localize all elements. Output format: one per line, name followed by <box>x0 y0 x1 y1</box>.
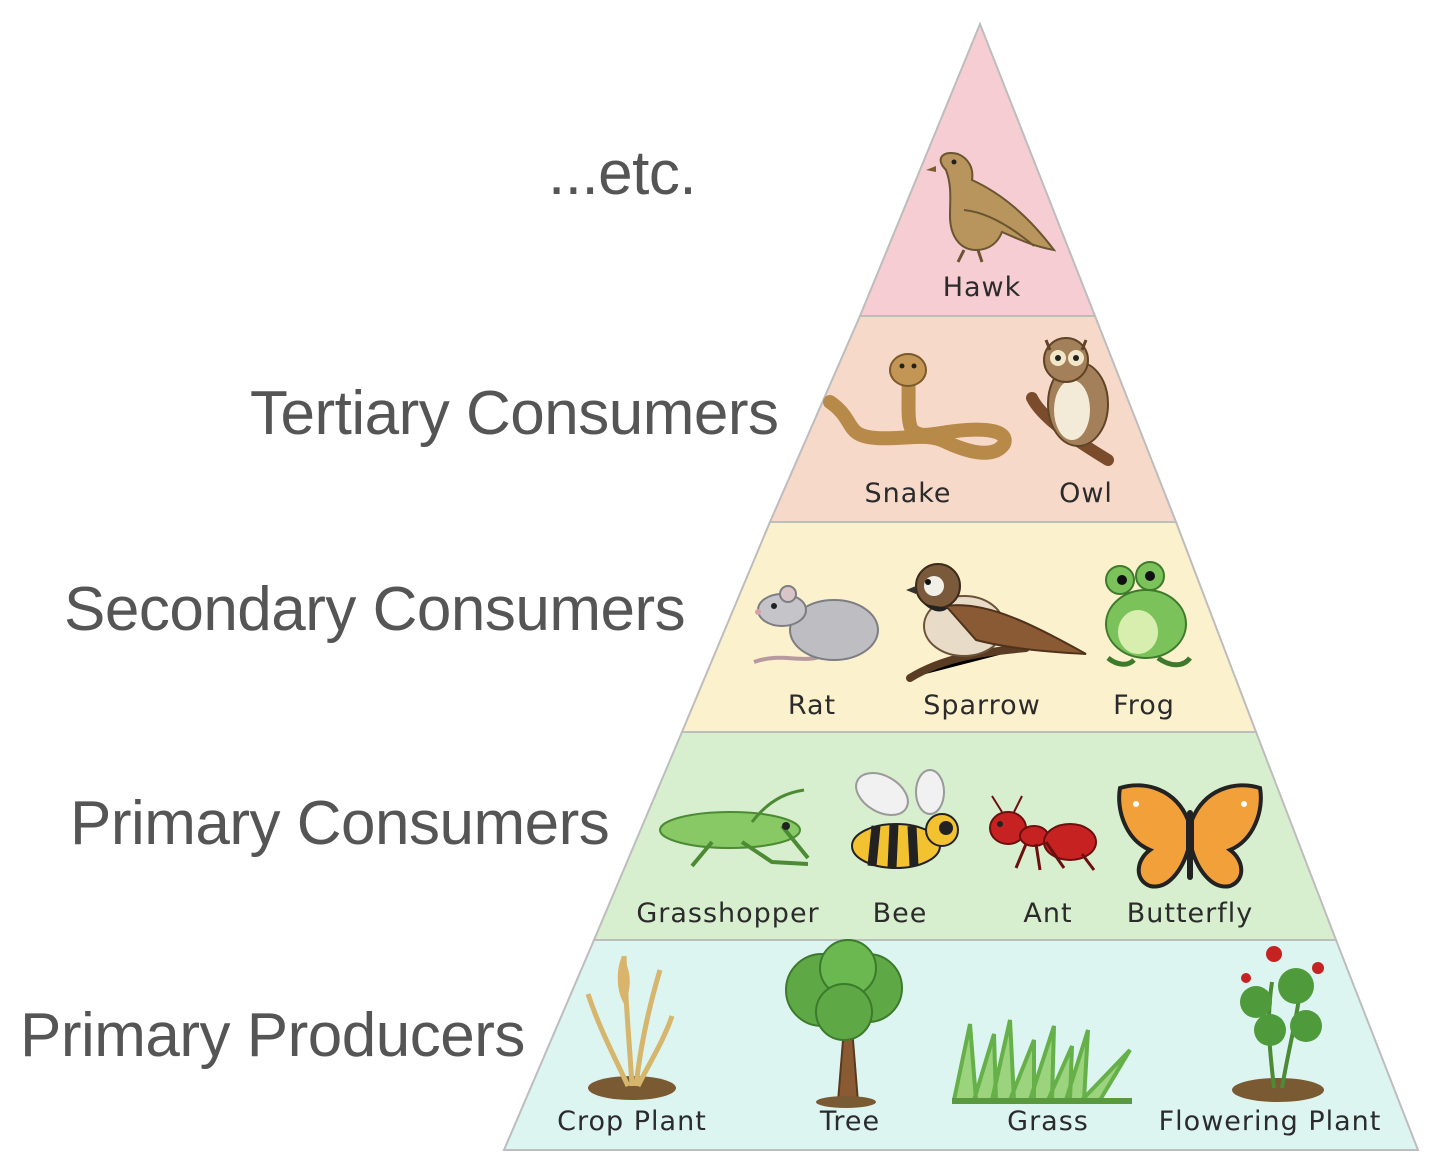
tier-label-secondary-consumers: Secondary Consumers <box>64 575 686 644</box>
butterfly-icon <box>1117 783 1263 889</box>
organism-label-rat: Rat <box>788 690 836 721</box>
organism-label-grasshopper: Grasshopper <box>636 898 819 929</box>
organism-label-frog: Frog <box>1113 690 1175 721</box>
tier-label-tertiary-consumers: Tertiary Consumers <box>250 379 779 448</box>
organism-label-snake: Snake <box>864 478 951 509</box>
organism-label-bee: Bee <box>873 898 928 929</box>
grass-icon <box>952 1019 1132 1104</box>
tier-label-primary-consumers: Primary Consumers <box>70 789 610 858</box>
organism-label-butterfly: Butterfly <box>1127 898 1254 929</box>
organism-label-hawk: Hawk <box>943 272 1022 303</box>
grasshopper-icon <box>659 788 810 868</box>
crop-plant-icon <box>585 955 676 1100</box>
bee-icon <box>851 769 959 869</box>
sparrow-icon <box>906 563 1087 682</box>
hawk-icon <box>926 152 1057 263</box>
owl-icon <box>1026 337 1114 466</box>
organism-label-flowering-plant: Flowering Plant <box>1159 1106 1382 1137</box>
tree-icon <box>785 939 903 1108</box>
frog-icon <box>1105 561 1192 668</box>
organism-label-ant: Ant <box>1023 898 1072 929</box>
organism-label-crop-plant: Crop Plant <box>557 1106 707 1137</box>
tier-band-producers <box>502 939 1420 1151</box>
rat-icon <box>753 585 879 664</box>
tier-band-tertiary <box>768 315 1178 523</box>
organism-label-sparrow: Sparrow <box>923 690 1041 721</box>
tier-label-etc: ...etc. <box>548 139 697 208</box>
flowering-plant-icon <box>1232 946 1324 1102</box>
organism-label-grass: Grass <box>1007 1106 1089 1137</box>
tier-label-primary-producers: Primary Producers <box>20 1001 525 1070</box>
snake-icon <box>823 353 1012 460</box>
organism-label-owl: Owl <box>1059 478 1113 509</box>
ant-icon <box>989 795 1097 871</box>
organism-label-tree: Tree <box>819 1106 880 1137</box>
